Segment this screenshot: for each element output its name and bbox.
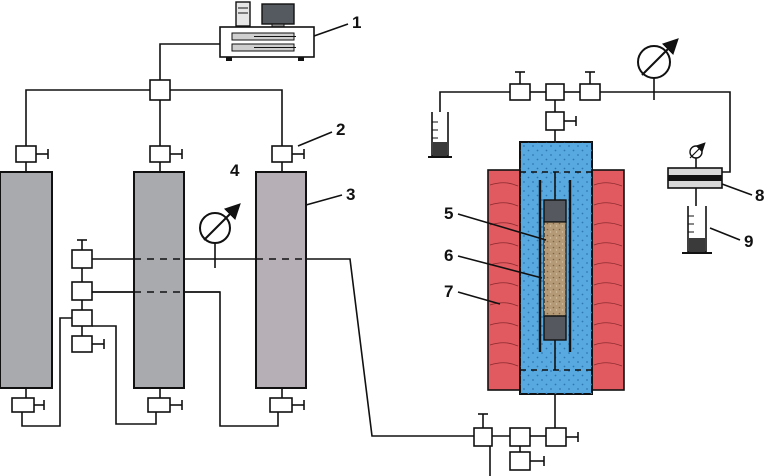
label-8: 8 — [755, 186, 764, 205]
manifold-valve-stack — [71, 239, 105, 353]
valve-top-left — [15, 145, 49, 163]
holder-bottom-valves — [473, 413, 579, 471]
valve-bottom-middle — [147, 397, 183, 413]
vessel-left — [0, 171, 53, 389]
label-3: 3 — [346, 185, 355, 204]
bottom-plug — [543, 315, 567, 341]
heater-right — [591, 169, 625, 391]
core-sample — [543, 221, 567, 317]
vessel-middle — [133, 171, 185, 389]
leader-lines — [297, 23, 753, 305]
outlet-pressure-gauge-icon — [637, 38, 679, 79]
core-sleeve — [538, 172, 572, 370]
heater-left — [487, 169, 521, 391]
pressure-gauge-icon — [199, 203, 241, 244]
label-5: 5 — [444, 204, 453, 223]
label-9: 9 — [744, 232, 753, 251]
label-4: 4 — [230, 161, 240, 180]
valve-bottom-right — [269, 397, 305, 413]
vessel-right — [255, 171, 307, 389]
pump — [219, 1, 315, 61]
valve-top-middle — [149, 145, 183, 163]
label-7: 7 — [444, 282, 453, 301]
label-1: 1 — [352, 13, 361, 32]
top-plug — [543, 199, 567, 223]
label-2: 2 — [336, 120, 345, 139]
holder-top-valves — [509, 71, 601, 131]
valve-top-right — [271, 145, 305, 163]
label-6: 6 — [444, 246, 453, 265]
splitter-valve — [149, 79, 171, 101]
collection-cylinder-icon — [682, 206, 712, 254]
back-pressure-filter — [667, 142, 723, 189]
graduated-cylinder-icon — [428, 112, 452, 158]
valve-bottom-left — [11, 397, 45, 413]
